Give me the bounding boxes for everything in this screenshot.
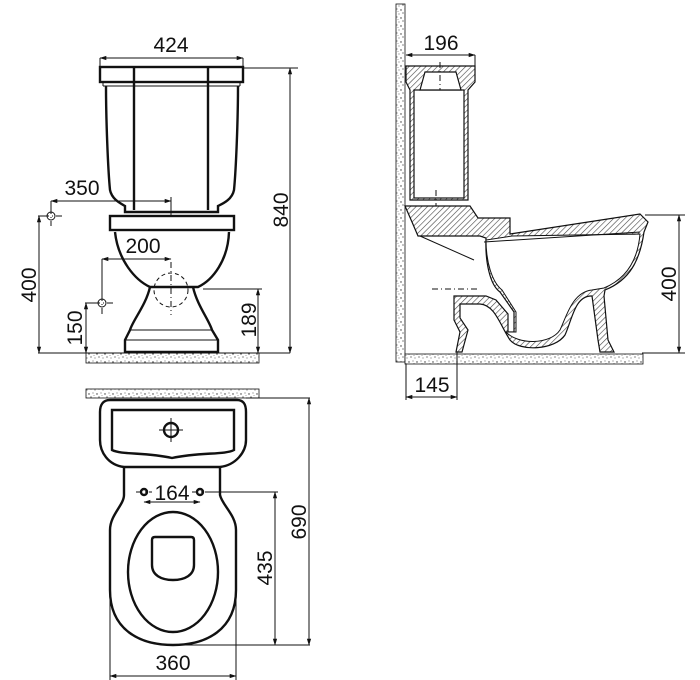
bowl-opening [150, 535, 196, 582]
dim-tank-depth: 196 [423, 32, 458, 55]
front-view: 424 840 350 400 200 150 189 [18, 34, 298, 364]
bowl-rim [108, 214, 236, 232]
dim-drain-height: 189 [238, 302, 261, 337]
tank-lid [98, 65, 245, 84]
dim-inlet-height: 400 [18, 267, 41, 302]
dim-side-inlet-height: 150 [64, 310, 87, 345]
dim-bolt-to-front: 435 [254, 550, 277, 585]
dim-outlet-from-wall: 145 [414, 374, 449, 397]
side-section-view: 196 400 145 [395, 3, 685, 400]
floor-hatch [404, 353, 644, 365]
wall-hatch [395, 3, 406, 363]
dim-seat-height: 400 [658, 266, 681, 301]
pedestal [123, 286, 220, 354]
floor-hatch [85, 352, 260, 364]
dim-drain-offset: 200 [125, 235, 160, 258]
dim-overall-height: 840 [270, 192, 293, 227]
drain-outlet-circle [153, 272, 189, 308]
top-view: 164 435 690 360 [85, 388, 312, 680]
bowl [113, 231, 231, 289]
dim-overall-depth: 690 [288, 504, 311, 539]
dim-bolt-spacing: 164 [154, 482, 189, 505]
dim-inlet-offset: 350 [64, 177, 99, 200]
dim-bowl-width: 360 [155, 652, 190, 675]
tank-body [104, 85, 240, 214]
wall-hatch [85, 388, 260, 399]
seat [126, 510, 220, 634]
dim-tank-width: 424 [153, 34, 188, 57]
